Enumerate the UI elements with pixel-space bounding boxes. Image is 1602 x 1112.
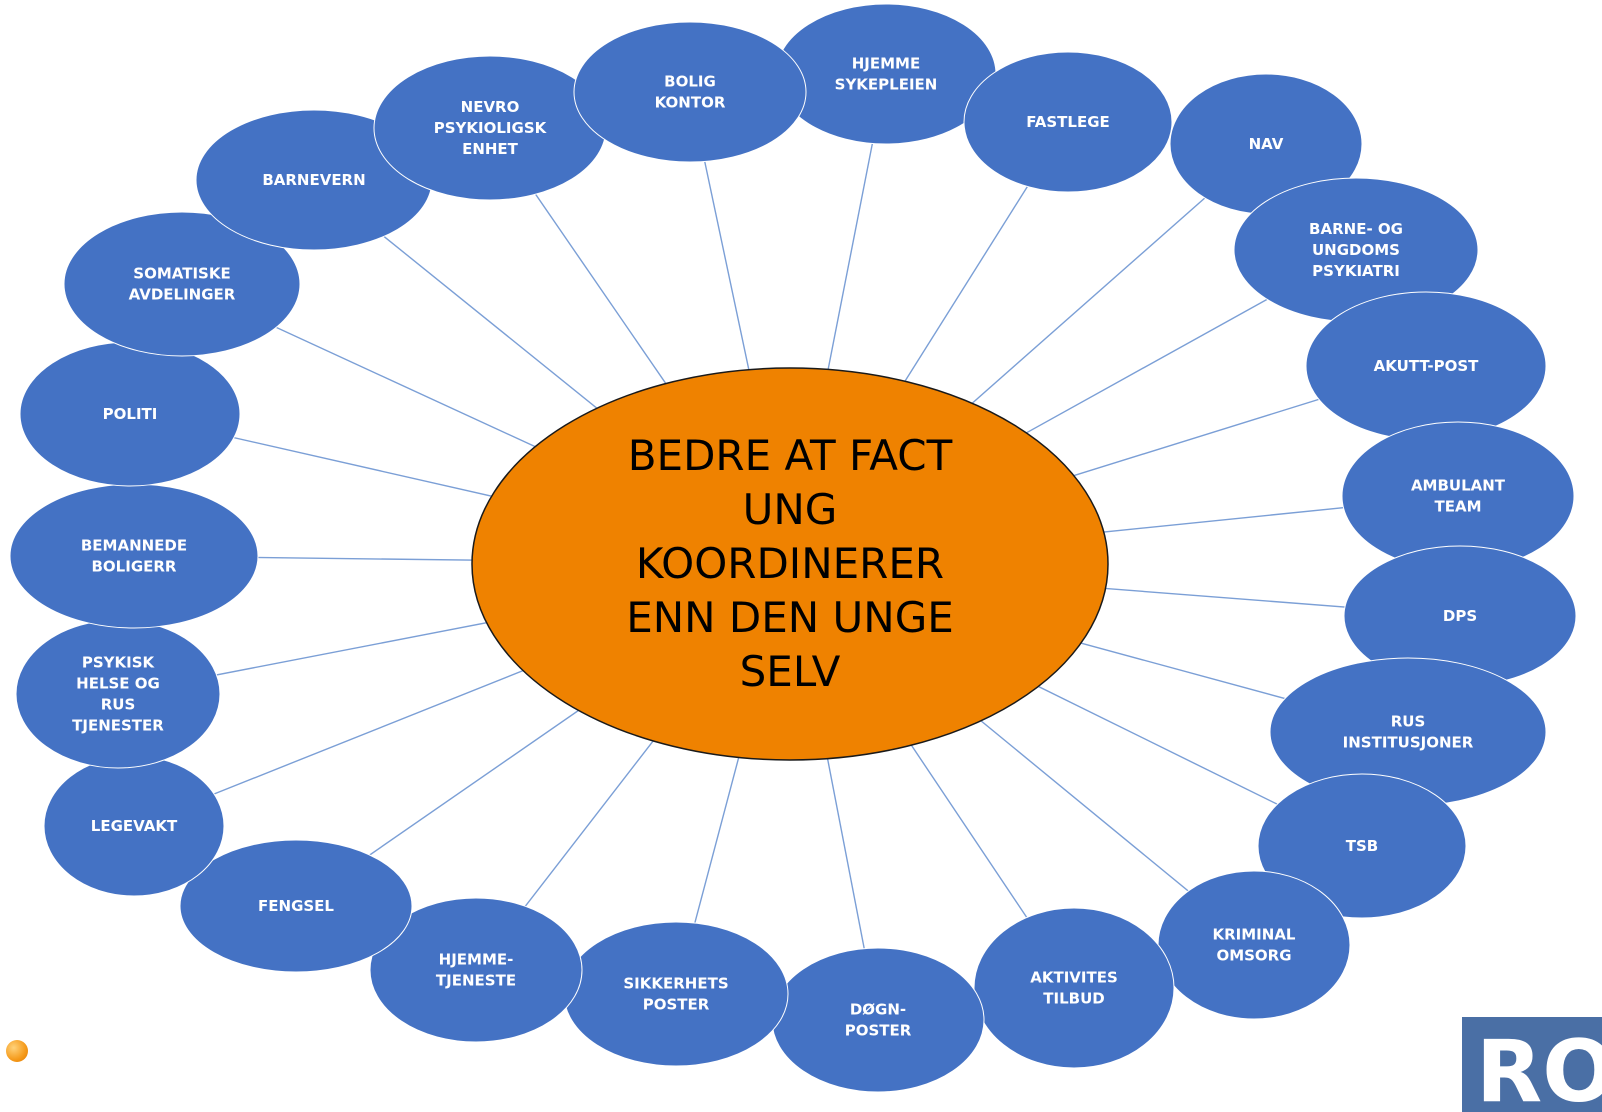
node-label: PSYKIATRI (1312, 262, 1400, 280)
node-label: PSYKISK (82, 654, 156, 672)
center-label: UNG (743, 485, 838, 534)
node-label: HJEMME- (439, 951, 514, 969)
node-aktivites-tilbud: AKTIVITES TILBUD (973, 907, 1175, 1069)
node-label: NAV (1249, 135, 1284, 153)
center-label: BEDRE AT FACT (628, 431, 953, 480)
node-barne-og-ungdoms-psykiatri: BARNE- OG UNGDOMS PSYKIATRI (1233, 177, 1479, 323)
node-rus-institusjoner: RUS INSTITUSJONER (1269, 657, 1547, 807)
node-legevakt: LEGEVAKT (43, 755, 225, 897)
node-label: SIKKERHETS (623, 975, 728, 993)
node-label: AKTIVITES (1030, 969, 1118, 987)
node-label: HJEMME (852, 55, 920, 73)
node-label: OMSORG (1216, 947, 1291, 965)
node-somatiske-avdelinger: SOMATISKE AVDELINGER (63, 211, 301, 357)
logo-text: RO (1476, 1022, 1602, 1112)
node-label: AKUTT-POST (1374, 357, 1480, 375)
node-dogn-poster: DØGN- POSTER (771, 947, 985, 1093)
node-label: AVDELINGER (129, 286, 236, 304)
node-bemannede-boliger: BEMANNEDE BOLIGERR (9, 483, 259, 629)
node-label: BEMANNEDE (81, 537, 187, 555)
node-label: SOMATISKE (133, 265, 230, 283)
node-ellipse (9, 483, 259, 629)
node-label: TSB (1346, 837, 1378, 855)
node-ellipse (771, 947, 985, 1093)
node-ellipse (1157, 870, 1351, 1020)
node-label: NEVRO (461, 98, 520, 116)
node-label: POSTER (845, 1022, 912, 1040)
node-hjemme-tjeneste: HJEMME- TJENESTE (369, 897, 583, 1043)
node-label: TEAM (1434, 498, 1481, 516)
center-label: SELV (740, 647, 841, 696)
node-sikkerhets-poster: SIKKERHETS POSTER (563, 921, 789, 1067)
node-label: TJENESTER (72, 717, 164, 735)
node-label: DØGN- (850, 1001, 906, 1019)
node-politi: POLITI (19, 341, 241, 487)
node-label: BOLIGERR (92, 558, 177, 576)
node-label: FASTLEGE (1026, 113, 1110, 131)
node-label: BARNEVERN (262, 171, 365, 189)
node-label: INSTITUSJONER (1343, 734, 1474, 752)
node-ellipse (179, 839, 413, 973)
center-node: BEDRE AT FACT UNG KOORDINERER ENN DEN UNGE S… (471, 367, 1109, 761)
node-label: POLITI (103, 405, 158, 423)
node-tsb: TSB (1257, 773, 1467, 919)
node-label: ENHET (462, 140, 519, 158)
node-ellipse (63, 211, 301, 357)
node-label: DPS (1443, 607, 1477, 625)
node-psykisk-helse-og-rus: PSYKISK HELSE OG RUS TJENESTER (15, 619, 221, 769)
node-ellipse (963, 51, 1173, 193)
node-akutt-post: AKUTT-POST (1305, 291, 1547, 441)
node-label: TILBUD (1043, 990, 1104, 1008)
node-label: TJENESTE (436, 972, 516, 990)
node-label: UNGDOMS (1312, 241, 1400, 259)
node-hjemmesykepleien: HJEMME SYKEPLEIEN (775, 3, 997, 145)
node-label: LEGEVAKT (91, 817, 178, 835)
node-ellipse (1257, 773, 1467, 919)
node-label: KONTOR (655, 94, 726, 112)
node-ambulant-team: AMBULANT TEAM (1341, 421, 1575, 571)
node-label: FENGSEL (258, 897, 334, 915)
node-label: KRIMINAL (1213, 926, 1296, 944)
node-label: HELSE OG (76, 675, 160, 693)
node-nevropsykiologisk-enhet: NEVRO PSYKIOLIGSK ENHET (373, 55, 607, 201)
node-label: AMBULANT (1411, 477, 1506, 495)
node-ellipse (973, 907, 1175, 1069)
node-label: BARNE- OG (1309, 220, 1403, 238)
node-nav: NAV (1169, 73, 1363, 215)
orange-bullet-icon (6, 1040, 28, 1062)
node-label: RUS (1391, 713, 1426, 731)
node-fengsel: FENGSEL (179, 839, 413, 973)
node-label: POSTER (643, 996, 710, 1014)
center-label: ENN DEN UNGE (626, 593, 954, 642)
node-ellipse (563, 921, 789, 1067)
node-label: SYKEPLEIEN (835, 76, 938, 94)
node-ellipse (775, 3, 997, 145)
center-ellipse (471, 367, 1109, 761)
node-ellipse (369, 897, 583, 1043)
node-fastlege: FASTLEGE (963, 51, 1173, 193)
node-label: BOLIG (664, 73, 716, 91)
center-label: KOORDINERER (636, 539, 944, 588)
node-ellipse (15, 619, 221, 769)
node-ellipse (573, 21, 807, 163)
node-label: PSYKIOLIGSK (434, 119, 548, 137)
node-label: RUS (101, 696, 136, 714)
logo: RO (1462, 1017, 1602, 1112)
node-kriminalomsorg: KRIMINAL OMSORG (1157, 870, 1351, 1020)
node-bolig-kontor: BOLIG KONTOR (573, 21, 807, 163)
